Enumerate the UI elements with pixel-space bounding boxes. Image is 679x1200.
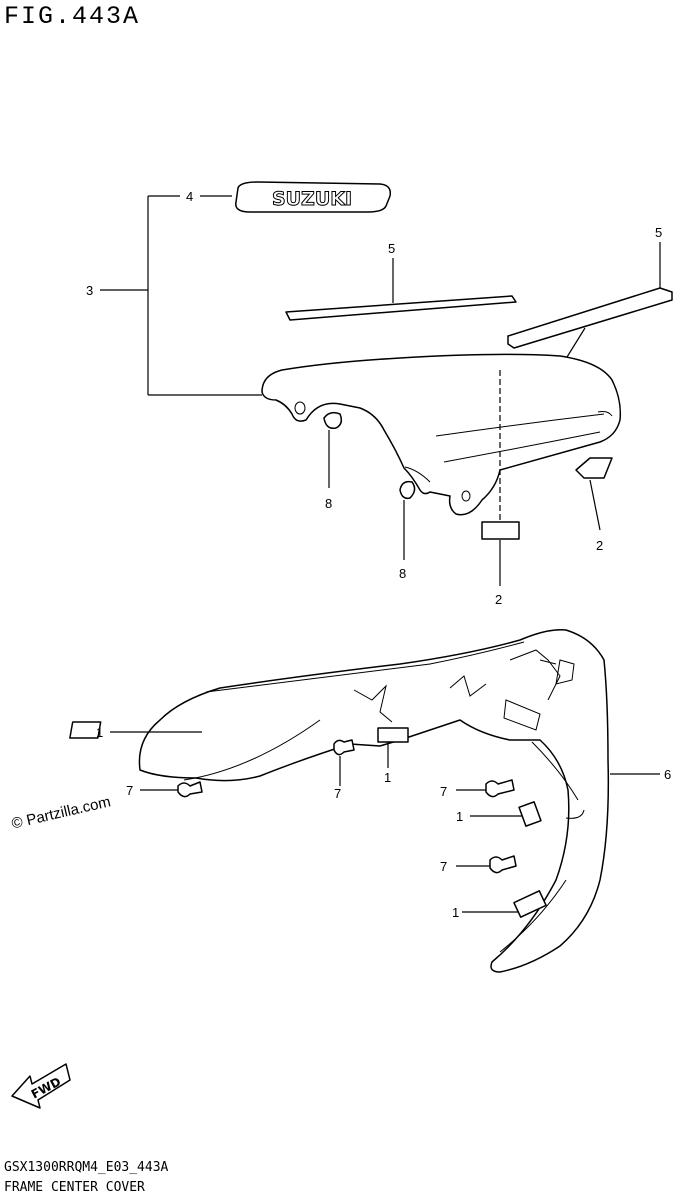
callout-1c: 1 [456, 809, 463, 824]
frame-center-cover-upper [261, 353, 622, 516]
clip-1-right-upper [470, 801, 542, 827]
callout-3: 3 [86, 283, 93, 298]
callout-1d: 1 [452, 905, 459, 920]
emblem-text: SUZUKI [272, 188, 352, 210]
screw-8-lower [399, 480, 416, 560]
screw-7-center [333, 739, 355, 786]
diagram-code: GSX1300RRQM4_E03_443A [4, 1160, 169, 1175]
screw-7-right-upper [456, 779, 515, 798]
screw-7-right-lower [456, 855, 517, 874]
suzuki-emblem: SUZUKI [235, 181, 392, 213]
clip-1-left [69, 721, 202, 739]
callout-7a: 7 [126, 783, 133, 798]
clip-1-center [377, 727, 409, 768]
frame-center-cover-lower [138, 628, 610, 973]
cushion-2-right [575, 457, 613, 531]
figure-title: FIG.443A [4, 2, 141, 31]
fwd-arrow-icon: FWD [11, 1063, 71, 1109]
callout-1a: 1 [96, 725, 103, 740]
callout-5b: 5 [655, 225, 662, 240]
callout-7d: 7 [440, 859, 447, 874]
screw-8-upper [323, 411, 343, 488]
callout-8b: 8 [399, 566, 406, 581]
callout-2a: 2 [596, 538, 603, 553]
callout-7b: 7 [334, 786, 341, 801]
callout-7c: 7 [440, 784, 447, 799]
diagram-caption: FRAME CENTER COVER [4, 1180, 145, 1195]
callout-8a: 8 [325, 496, 332, 511]
leader-bracket-3 [100, 195, 262, 396]
callout-2b: 2 [495, 592, 502, 607]
trim-strip-left [285, 258, 517, 321]
clip-1-right-lower [462, 890, 547, 918]
callout-4: 4 [186, 189, 193, 204]
callout-6: 6 [664, 767, 671, 782]
screw-7-left [140, 781, 203, 798]
cushion-2-center [481, 370, 520, 586]
callout-5a: 5 [388, 241, 395, 256]
callout-1b: 1 [384, 770, 391, 785]
